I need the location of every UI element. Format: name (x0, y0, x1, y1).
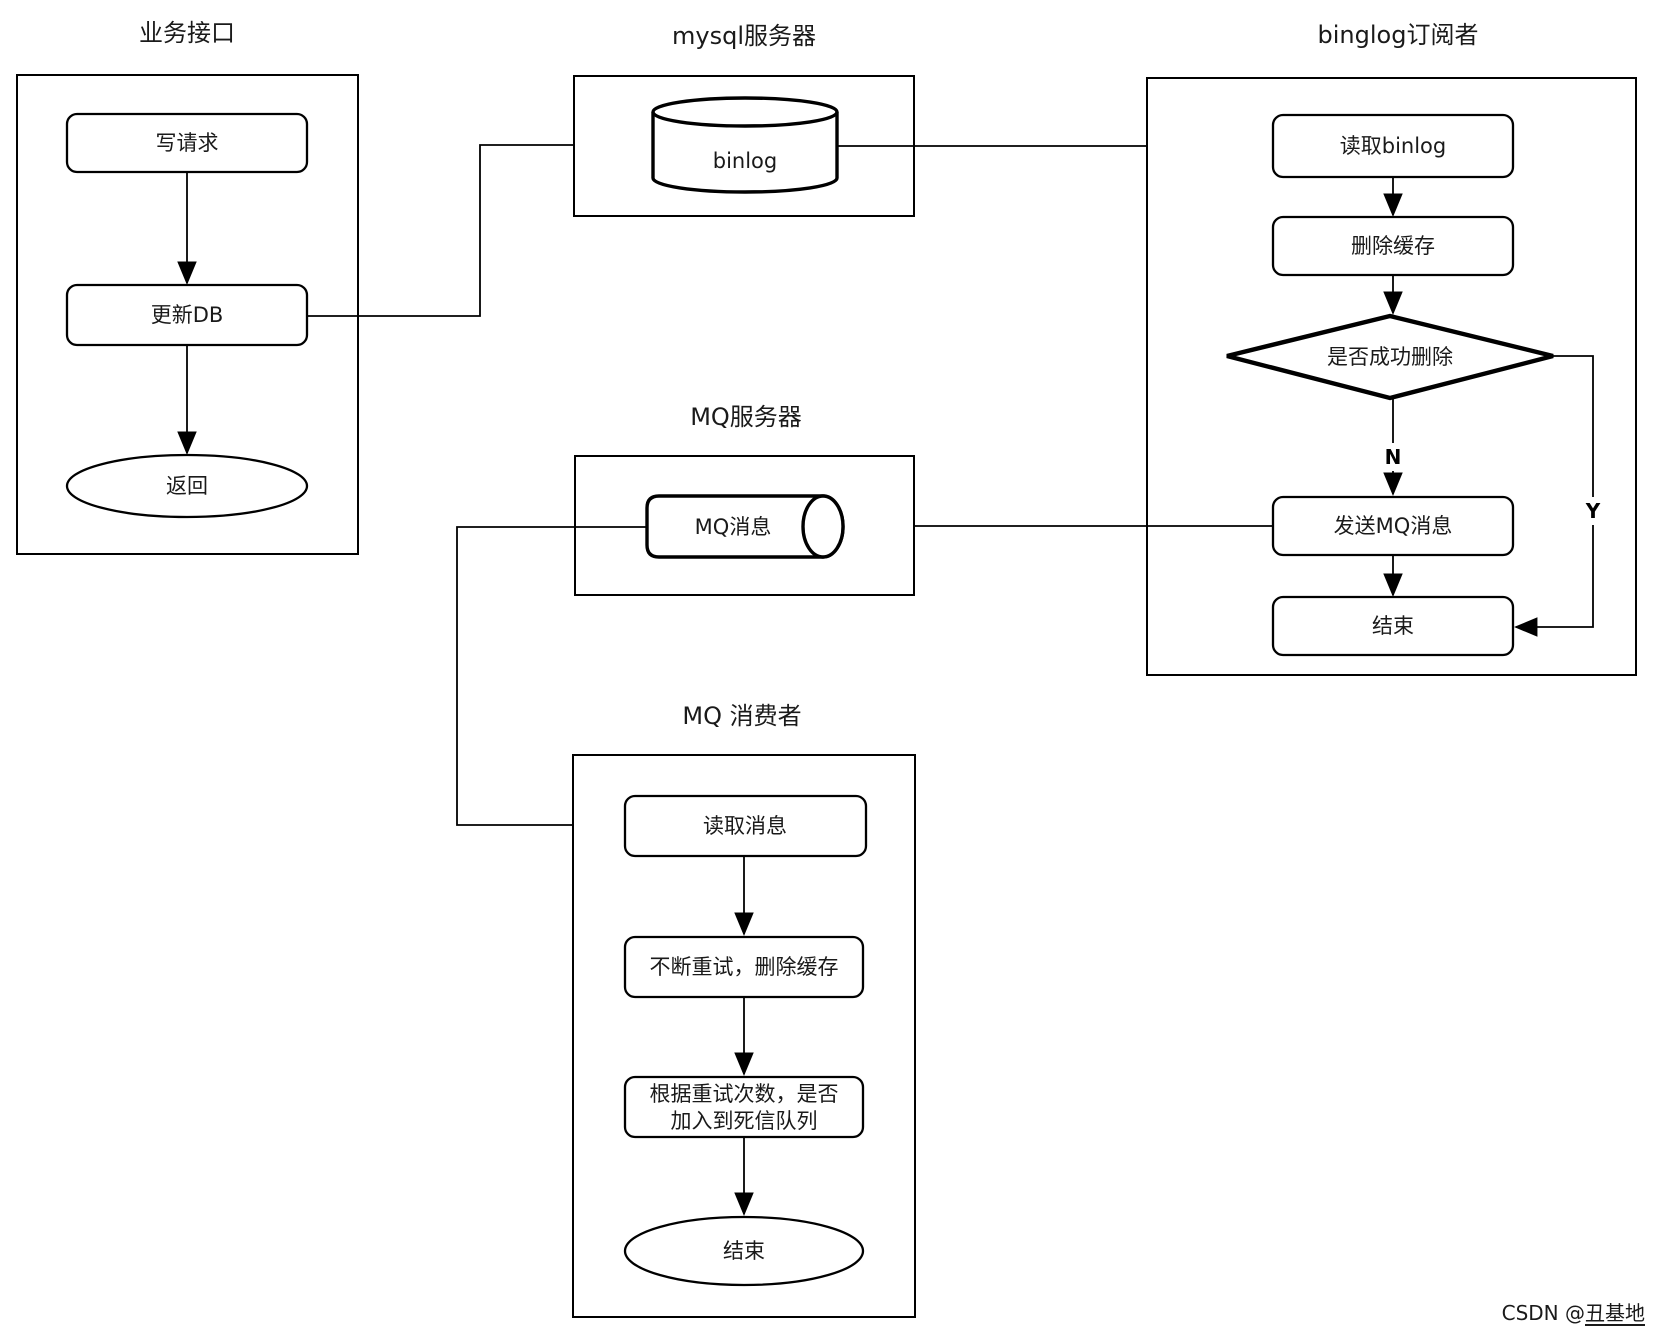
edge-decision-yes (1514, 355, 1594, 637)
watermark-author: 丑基地 (1585, 1301, 1645, 1325)
no-label-halo (1379, 443, 1407, 471)
edge-updatedb-to-binlog (307, 135, 652, 317)
watermark: CSDN @丑基地 (1502, 1301, 1645, 1325)
binlog-label: binlog (713, 149, 778, 173)
no-label: N (1385, 445, 1402, 469)
send-mq-label: 发送MQ消息 (1334, 514, 1453, 538)
mq-message-label: MQ消息 (695, 515, 772, 539)
binlog-subscriber-group: binglog订阅者 读取binlog 删除缓存 是否成功删除 N 发送MQ消息… (1146, 21, 1637, 676)
subscriber-end-label: 结束 (1372, 614, 1414, 638)
subscriber-end-node (1271, 595, 1515, 657)
business-interface-group: 业务接口 写请求 更新DB 返回 (16, 19, 359, 555)
delete-success-label: 是否成功删除 (1327, 345, 1453, 369)
consumer-end-label: 结束 (723, 1239, 765, 1263)
yes-label-halo (1579, 497, 1607, 525)
return-node (65, 453, 309, 519)
mq-consumer-group: MQ 消费者 读取消息 不断重试，删除缓存 根据重试次数，是否 加入到死信队列 … (572, 702, 916, 1318)
mysql-server-group: mysql服务器 binlog (573, 22, 915, 217)
mq-consumer-group-title: MQ 消费者 (682, 702, 801, 730)
mq-server-group: MQ服务器 MQ消息 (574, 403, 915, 596)
watermark-prefix: CSDN @ (1502, 1301, 1585, 1325)
consumer-end-node (623, 1215, 865, 1287)
subscriber-group-title: binglog订阅者 (1318, 21, 1479, 49)
business-group-title: 业务接口 (139, 19, 235, 47)
delete-success-decision (1226, 313, 1554, 401)
mysql-group-title: mysql服务器 (672, 22, 816, 50)
retry-delete-label: 不断重试，删除缓存 (650, 955, 839, 979)
dead-letter-label-line2: 加入到死信队列 (671, 1109, 818, 1133)
delete-cache-label: 删除缓存 (1351, 234, 1435, 258)
return-label: 返回 (166, 474, 208, 498)
update-db-label: 更新DB (151, 303, 224, 327)
read-message-label: 读取消息 (703, 814, 787, 838)
yes-label: Y (1585, 499, 1601, 523)
read-binlog-label: 读取binlog (1340, 134, 1447, 158)
mq-server-group-title: MQ服务器 (690, 403, 802, 431)
edge-mqmessage-to-readmessage (456, 526, 647, 835)
write-request-label: 写请求 (156, 131, 219, 155)
mq-message-cylinder (645, 494, 845, 559)
binlog-cylinder (651, 96, 839, 194)
read-message-node (623, 794, 868, 858)
dead-letter-label-line1: 根据重试次数，是否 (650, 1082, 839, 1106)
